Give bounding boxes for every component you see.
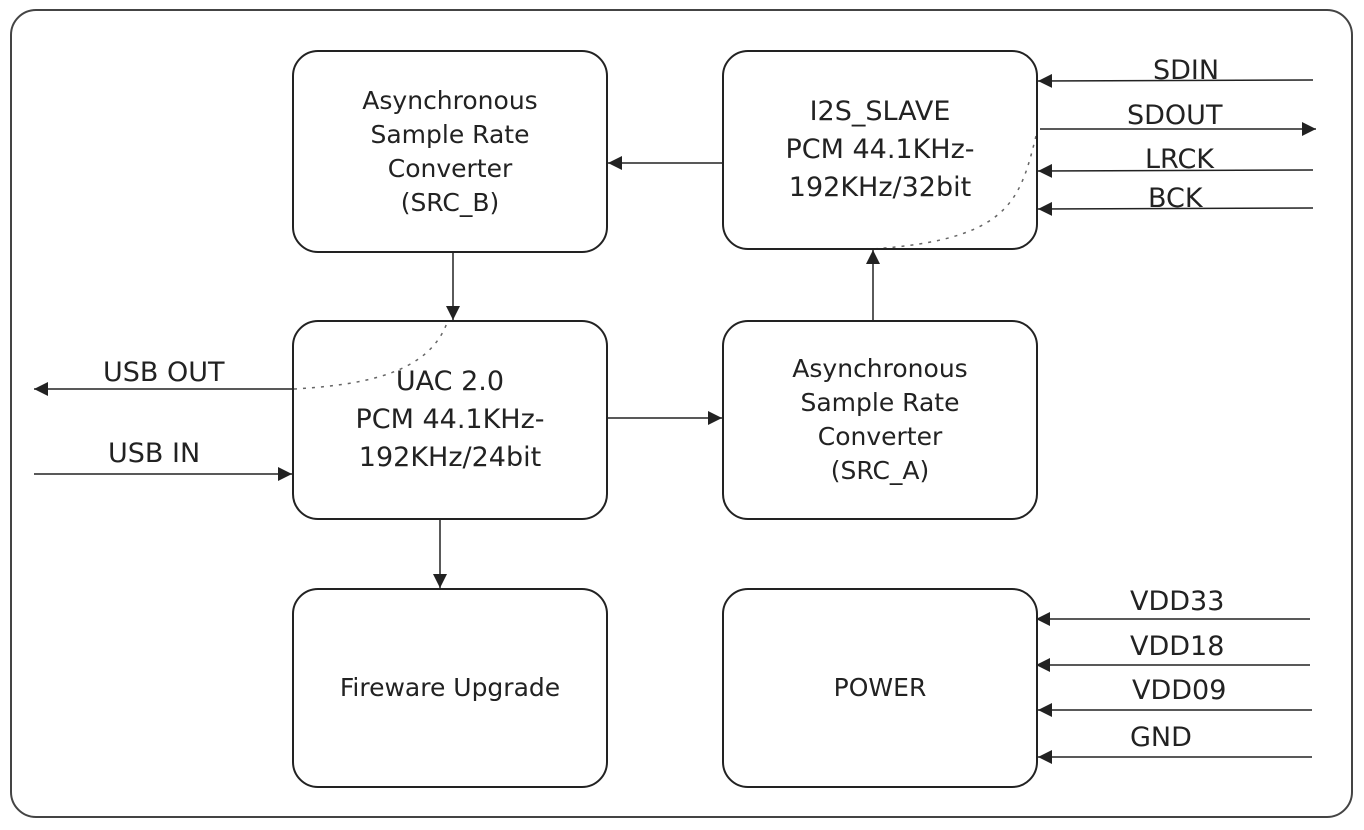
uac-block[interactable]: UAC 2.0 PCM 44.1KHz- 192KHz/24bit [292,320,608,520]
signal-label-bck: BCK [1148,183,1203,214]
signal-label-gnd: GND [1130,722,1192,753]
src-b-line-2: Sample Rate [370,119,530,149]
i2s-line-2: PCM 44.1KHz- [785,134,975,165]
uac-line-3: 192KHz/24bit [358,442,542,473]
src-a-line-1: Asynchronous [792,354,968,383]
arrow-bck [1037,201,1314,216]
src-a-line-3: Converter [817,422,943,451]
src-a-line-4: (SRC_A) [830,456,930,485]
src-a-block[interactable]: Asynchronous Sample Rate Converter (SRC_… [722,320,1038,520]
signal-label-sdout: SDOUT [1127,100,1223,131]
signal-label-usb-in: USB IN [108,438,201,469]
power-line-1: POWER [833,673,927,702]
signal-label-usb-out: USB OUT [103,357,225,388]
arrow-sdin [1037,73,1314,88]
signal-label-vdd33: VDD33 [1130,586,1225,617]
i2s-slave-block[interactable]: I2S_SLAVE PCM 44.1KHz- 192KHz/32bit [722,50,1038,250]
arrow-lrck [1037,163,1314,178]
i2s-line-3: 192KHz/32bit [788,172,972,203]
signal-label-lrck: LRCK [1145,144,1215,175]
uac-line-1: UAC 2.0 [395,366,505,397]
signal-label-vdd18: VDD18 [1130,631,1225,662]
src-b-block[interactable]: Asynchronous Sample Rate Converter (SRC_… [292,50,608,253]
src-b-line-4: (SRC_B) [400,187,500,217]
diagram-frame [10,9,1353,818]
signal-label-vdd09: VDD09 [1132,675,1227,706]
power-block[interactable]: POWER [722,588,1038,788]
firmware-upgrade-block[interactable]: Fireware Upgrade [292,588,608,788]
src-a-line-2: Sample Rate [800,388,960,417]
signal-label-sdin: SDIN [1153,55,1220,86]
src-b-line-1: Asynchronous [362,85,538,115]
src-b-line-3: Converter [387,153,513,183]
i2s-line-1: I2S_SLAVE [809,96,951,127]
uac-line-2: PCM 44.1KHz- [355,404,545,435]
firmware-line-1: Fireware Upgrade [339,673,561,702]
